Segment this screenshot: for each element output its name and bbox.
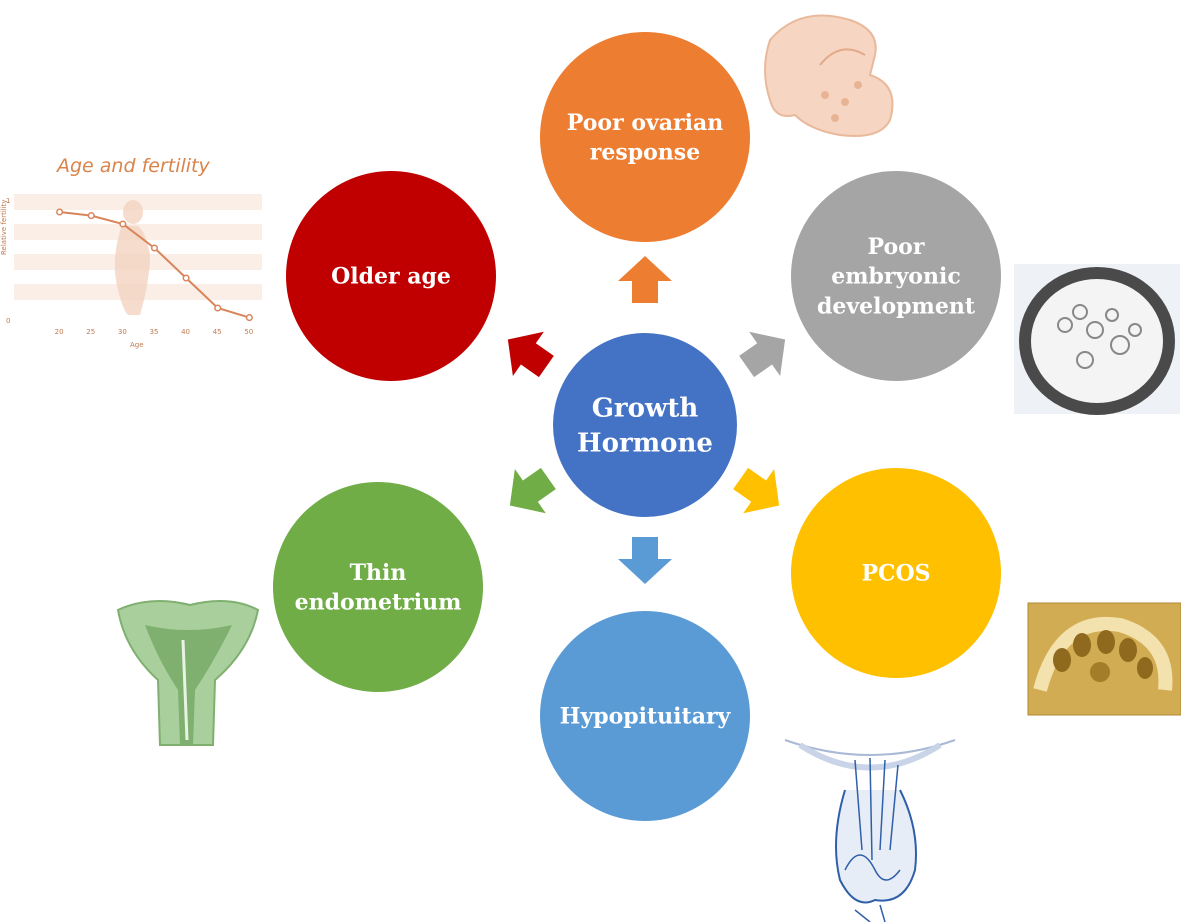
pcos-node-circle xyxy=(791,468,1001,678)
chart-x-tick: 30 xyxy=(118,328,127,336)
poor-embryonic-development-node-label: development xyxy=(817,293,976,319)
chart-x-tick: 40 xyxy=(181,328,190,336)
woman-silhouette-icon xyxy=(114,200,150,315)
poor-embryonic-development-node-label: Poor xyxy=(868,234,925,260)
thin-endometrium-node-label: endometrium xyxy=(295,590,462,616)
chart-point xyxy=(182,274,190,282)
chart-x-tick: 35 xyxy=(149,328,158,336)
ovary-illustration xyxy=(764,14,894,137)
chart-x-tick: 20 xyxy=(55,328,64,336)
arrow-to-pcos xyxy=(733,467,780,514)
chart-y-label: Relative fertility xyxy=(0,199,8,255)
pcos-node-label: PCOS xyxy=(861,561,930,587)
thin-endometrium-node: Thin endometrium xyxy=(273,482,483,692)
arrow-to-thin-endometrium xyxy=(509,467,556,514)
growth-hormone-node-label: Hormone xyxy=(577,429,713,459)
growth-hormone-node-circle xyxy=(553,333,737,517)
thin-endometrium-node-circle xyxy=(273,482,483,692)
pcos-ultrasound-illustration xyxy=(1027,602,1181,716)
age-fertility-chart: Age and fertility 20 25 30 35 40 45 50 1 0 Relat… xyxy=(0,155,262,349)
chart-y-tick: 0 xyxy=(6,317,10,325)
chart-x-tick: 45 xyxy=(213,328,222,336)
chart-title: Age and fertility xyxy=(55,155,210,177)
pcos-node: PCOS xyxy=(791,468,1001,678)
poor-embryonic-development-node: Poor embryonic development xyxy=(791,171,1001,381)
chart-x-tick: 25 xyxy=(86,328,95,336)
chart-point xyxy=(245,314,253,322)
poor-ovarian-response-node-label: response xyxy=(590,140,700,166)
chart-x-tick: 50 xyxy=(244,328,253,336)
hypopituitary-node-label: Hypopituitary xyxy=(560,704,732,730)
older-age-node-circle xyxy=(286,171,496,381)
chart-point xyxy=(119,220,127,228)
older-age-node: Older age xyxy=(286,171,496,381)
poor-embryonic-development-node-label: embryonic xyxy=(831,264,960,290)
chart-point xyxy=(56,208,64,216)
older-age-node-label: Older age xyxy=(331,264,451,290)
hypopituitary-node: Hypopituitary xyxy=(540,611,750,821)
chart-x-label: Age xyxy=(130,341,144,349)
hypopituitary-node-circle xyxy=(540,611,750,821)
poor-embryonic-development-node-circle xyxy=(791,171,1001,381)
thin-endometrium-node-label: Thin xyxy=(350,560,407,586)
poor-ovarian-response-node: Poor ovarian response xyxy=(540,32,750,242)
chart-y-tick: 1 xyxy=(6,197,10,205)
arrow-to-hypopituitary xyxy=(618,537,672,584)
chart-point xyxy=(87,212,95,220)
arrow-to-poor-ovarian-response xyxy=(618,256,672,303)
pituitary-illustration xyxy=(784,739,956,922)
uterus-illustration xyxy=(116,600,260,746)
chart-point xyxy=(214,304,222,312)
arrow-to-poor-embryonic-development xyxy=(739,331,786,378)
chart-point xyxy=(150,244,159,252)
growth-hormone-node-label: Growth xyxy=(592,394,699,424)
arrow-to-older-age xyxy=(507,331,554,378)
poor-ovarian-response-node-circle xyxy=(540,32,750,242)
poor-ovarian-response-node-label: Poor ovarian xyxy=(567,110,723,136)
embryo-illustration xyxy=(1014,264,1180,415)
